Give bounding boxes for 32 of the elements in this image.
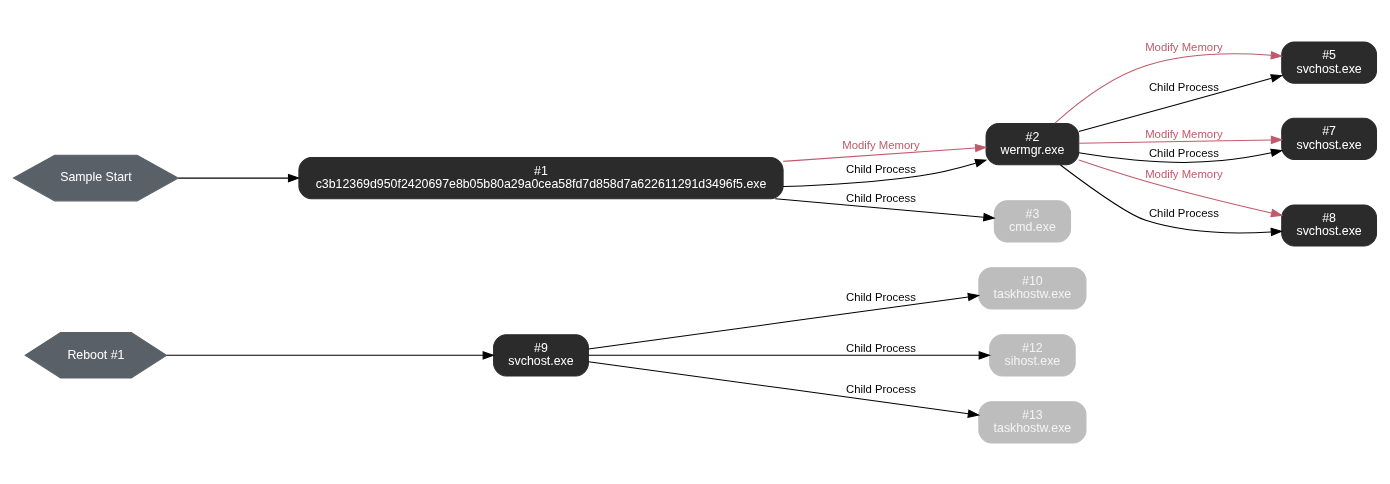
node-box: #5 svchost.exe [1281, 41, 1378, 84]
arrow [774, 197, 996, 221]
node-box: #7 svchost.exe [1281, 117, 1378, 160]
node-box: #2 wermgr.exe [985, 122, 1080, 165]
edge-label: Modify Memory [842, 138, 920, 151]
arrow [166, 350, 495, 360]
edge-label: Child Process [1148, 146, 1219, 159]
arrow [782, 158, 988, 187]
edge-label: Child Process [846, 191, 916, 204]
arrow [177, 173, 301, 182]
edge-label: Modify Memory [1145, 167, 1223, 180]
edge-label: Child Process [1148, 206, 1219, 219]
node-box: #1 c3b12369d950f2420697e8b05b80a29a0cea58fd7d858d7a622611291d3496f5.exe [298, 156, 784, 199]
edge-label: Modify Memory [1145, 40, 1223, 53]
edge-label: Child Process [846, 341, 916, 354]
arrow [588, 350, 991, 360]
arrow [782, 143, 988, 162]
arrow [1078, 159, 1284, 217]
node-box: #9 svchost.exe [493, 333, 589, 376]
arrow [588, 360, 981, 418]
arrow [1078, 148, 1284, 163]
edge-label: Modify Memory [1145, 127, 1223, 140]
edge-label: Child Process [1148, 80, 1219, 93]
edge-label: Child Process [846, 290, 916, 302]
arrow [1054, 50, 1284, 124]
edge-label: Child Process [846, 162, 916, 175]
arrow [1078, 73, 1284, 132]
node-box: #8 svchost.exe [1281, 203, 1378, 247]
arrow [588, 292, 981, 349]
arrow [1059, 164, 1284, 236]
arrow [1078, 135, 1284, 144]
edge-label: Child Process [846, 382, 916, 395]
